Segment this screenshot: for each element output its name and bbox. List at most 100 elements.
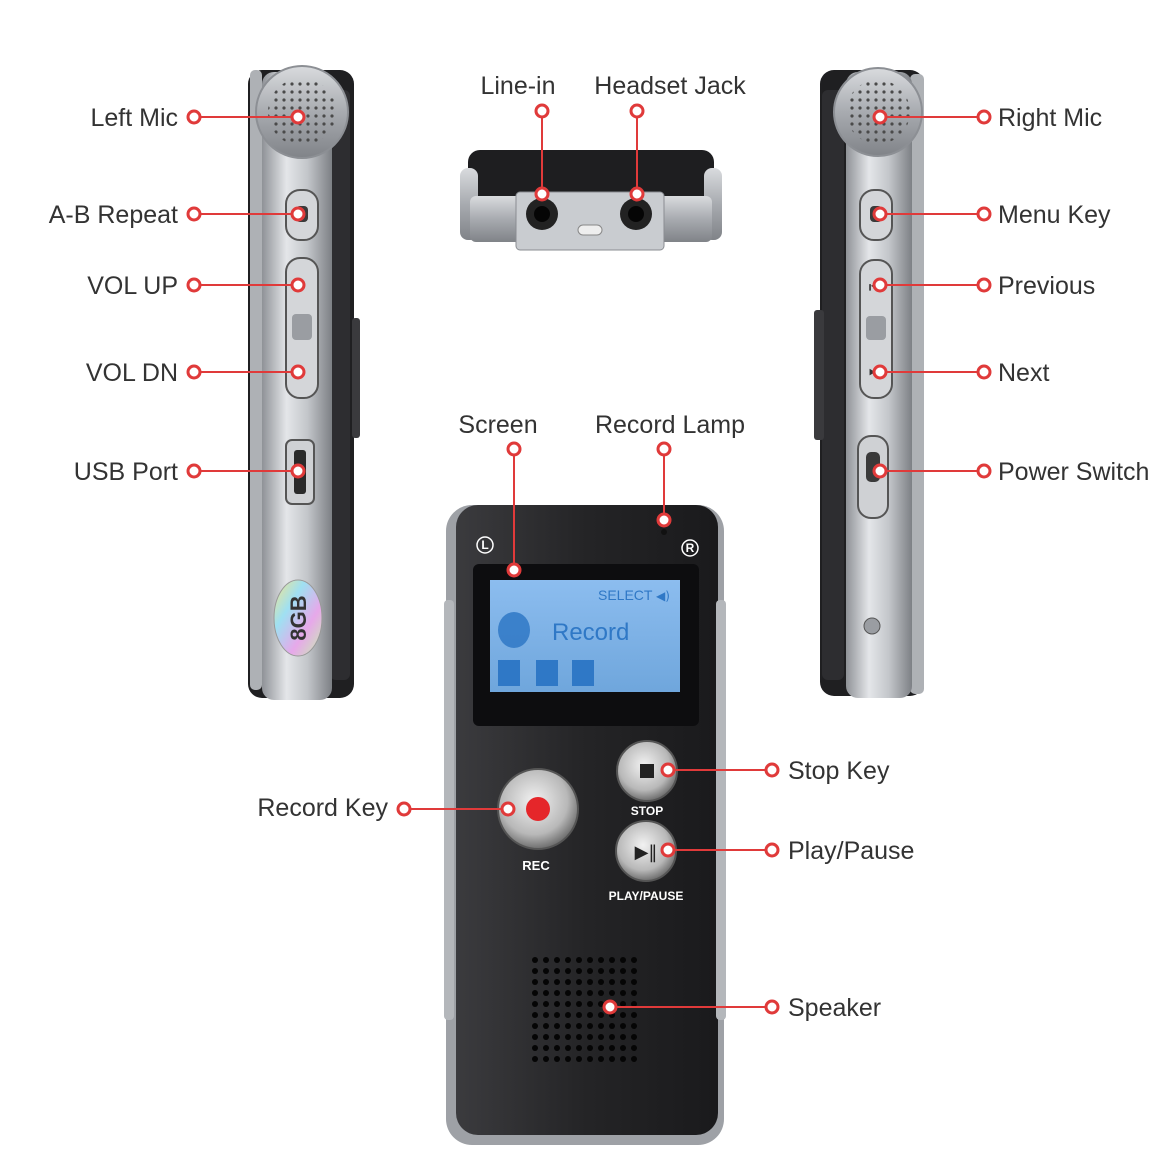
speaker-hole <box>609 1023 615 1029</box>
speaker-hole <box>532 1012 538 1018</box>
speaker-hole <box>576 990 582 996</box>
label-record-lamp: Record Lamp <box>595 411 745 439</box>
label-record-key: Record Key <box>257 794 388 822</box>
speaker-hole <box>587 968 593 974</box>
record-lamp <box>661 529 667 535</box>
speaker-hole <box>620 979 626 985</box>
lcd-music-icon <box>536 660 558 686</box>
lcd-record-text: Record <box>552 619 629 646</box>
speaker-hole <box>576 957 582 963</box>
speaker-hole <box>609 1056 615 1062</box>
speaker-hole <box>565 1001 571 1007</box>
right-side-view: ⏮ ⏭ <box>814 67 924 698</box>
speaker-hole <box>532 1023 538 1029</box>
speaker-hole <box>631 979 637 985</box>
speaker-hole <box>609 957 615 963</box>
speaker-hole <box>554 1045 560 1051</box>
speaker-hole <box>565 1045 571 1051</box>
label-headset-jack: Headset Jack <box>594 72 746 100</box>
speaker-hole <box>565 957 571 963</box>
callout-labels: Left Mic A-B Repeat VOL UP VOL DN USB Po… <box>49 72 1150 1022</box>
top-view <box>460 150 722 251</box>
lcd-speaker-icon: ◀) <box>656 589 670 603</box>
label-speaker: Speaker <box>788 994 881 1022</box>
speaker-grille <box>532 957 637 1062</box>
play-pause-button-label: PLAY/PAUSE <box>609 889 684 903</box>
speaker-hole <box>576 1056 582 1062</box>
speaker-hole <box>587 1001 593 1007</box>
speaker-hole <box>576 979 582 985</box>
speaker-hole <box>620 1056 626 1062</box>
lcd-folder-icon <box>498 660 520 686</box>
speaker-hole <box>565 1023 571 1029</box>
label-line-in: Line-in <box>480 72 555 100</box>
speaker-hole <box>532 957 538 963</box>
speaker-hole <box>543 1001 549 1007</box>
speaker-hole <box>587 1034 593 1040</box>
record-button-dot <box>526 797 550 821</box>
speaker-hole <box>587 1023 593 1029</box>
speaker-hole <box>554 1001 560 1007</box>
speaker-hole <box>609 1034 615 1040</box>
speaker-hole <box>543 968 549 974</box>
label-stop-key: Stop Key <box>788 757 890 785</box>
speaker-hole <box>598 1012 604 1018</box>
speaker-hole <box>543 979 549 985</box>
speaker-hole <box>532 968 538 974</box>
speaker-hole <box>631 1045 637 1051</box>
speaker-hole <box>620 1023 626 1029</box>
speaker-hole <box>532 1034 538 1040</box>
speaker-hole <box>543 990 549 996</box>
speaker-hole <box>598 1034 604 1040</box>
speaker-hole <box>631 1023 637 1029</box>
speaker-hole <box>554 990 560 996</box>
left-channel-indicator: L <box>481 538 488 552</box>
speaker-hole <box>532 979 538 985</box>
speaker-hole <box>587 979 593 985</box>
lcd-settings-icon <box>572 660 594 686</box>
speaker-hole <box>598 1023 604 1029</box>
speaker-hole <box>565 990 571 996</box>
speaker-hole <box>598 990 604 996</box>
label-vol-dn: VOL DN <box>86 359 178 387</box>
label-play-pause: Play/Pause <box>788 837 914 865</box>
speaker-hole <box>576 1045 582 1051</box>
rec-button-label: REC <box>522 858 550 873</box>
speaker-hole <box>554 957 560 963</box>
speaker-hole <box>576 1023 582 1029</box>
speaker-hole <box>598 957 604 963</box>
speaker-hole <box>631 1012 637 1018</box>
stop-glyph <box>640 764 654 778</box>
speaker-hole <box>631 1001 637 1007</box>
speaker-hole <box>554 1056 560 1062</box>
speaker-hole <box>532 1001 538 1007</box>
speaker-hole <box>532 1056 538 1062</box>
speaker-hole <box>565 979 571 985</box>
screw <box>863 617 881 635</box>
speaker-hole <box>532 1045 538 1051</box>
speaker-hole <box>576 1034 582 1040</box>
speaker-hole <box>576 1001 582 1007</box>
label-screen: Screen <box>458 411 537 439</box>
speaker-hole <box>543 1023 549 1029</box>
speaker-hole <box>631 1056 637 1062</box>
speaker-hole <box>631 1034 637 1040</box>
speaker-hole <box>609 979 615 985</box>
speaker-hole <box>554 1023 560 1029</box>
speaker-hole <box>565 1056 571 1062</box>
speaker-hole <box>620 957 626 963</box>
speaker-hole <box>609 990 615 996</box>
capacity-badge <box>273 579 323 657</box>
speaker-hole <box>587 1056 593 1062</box>
speaker-hole <box>587 957 593 963</box>
stop-button-label: STOP <box>631 804 663 818</box>
speaker-hole <box>598 1001 604 1007</box>
speaker-hole <box>587 1012 593 1018</box>
callout-leaders <box>194 111 984 1008</box>
speaker-hole <box>576 968 582 974</box>
label-menu-key: Menu Key <box>998 201 1111 229</box>
speaker-hole <box>620 990 626 996</box>
speaker-hole <box>565 968 571 974</box>
label-usb-port: USB Port <box>74 458 178 486</box>
